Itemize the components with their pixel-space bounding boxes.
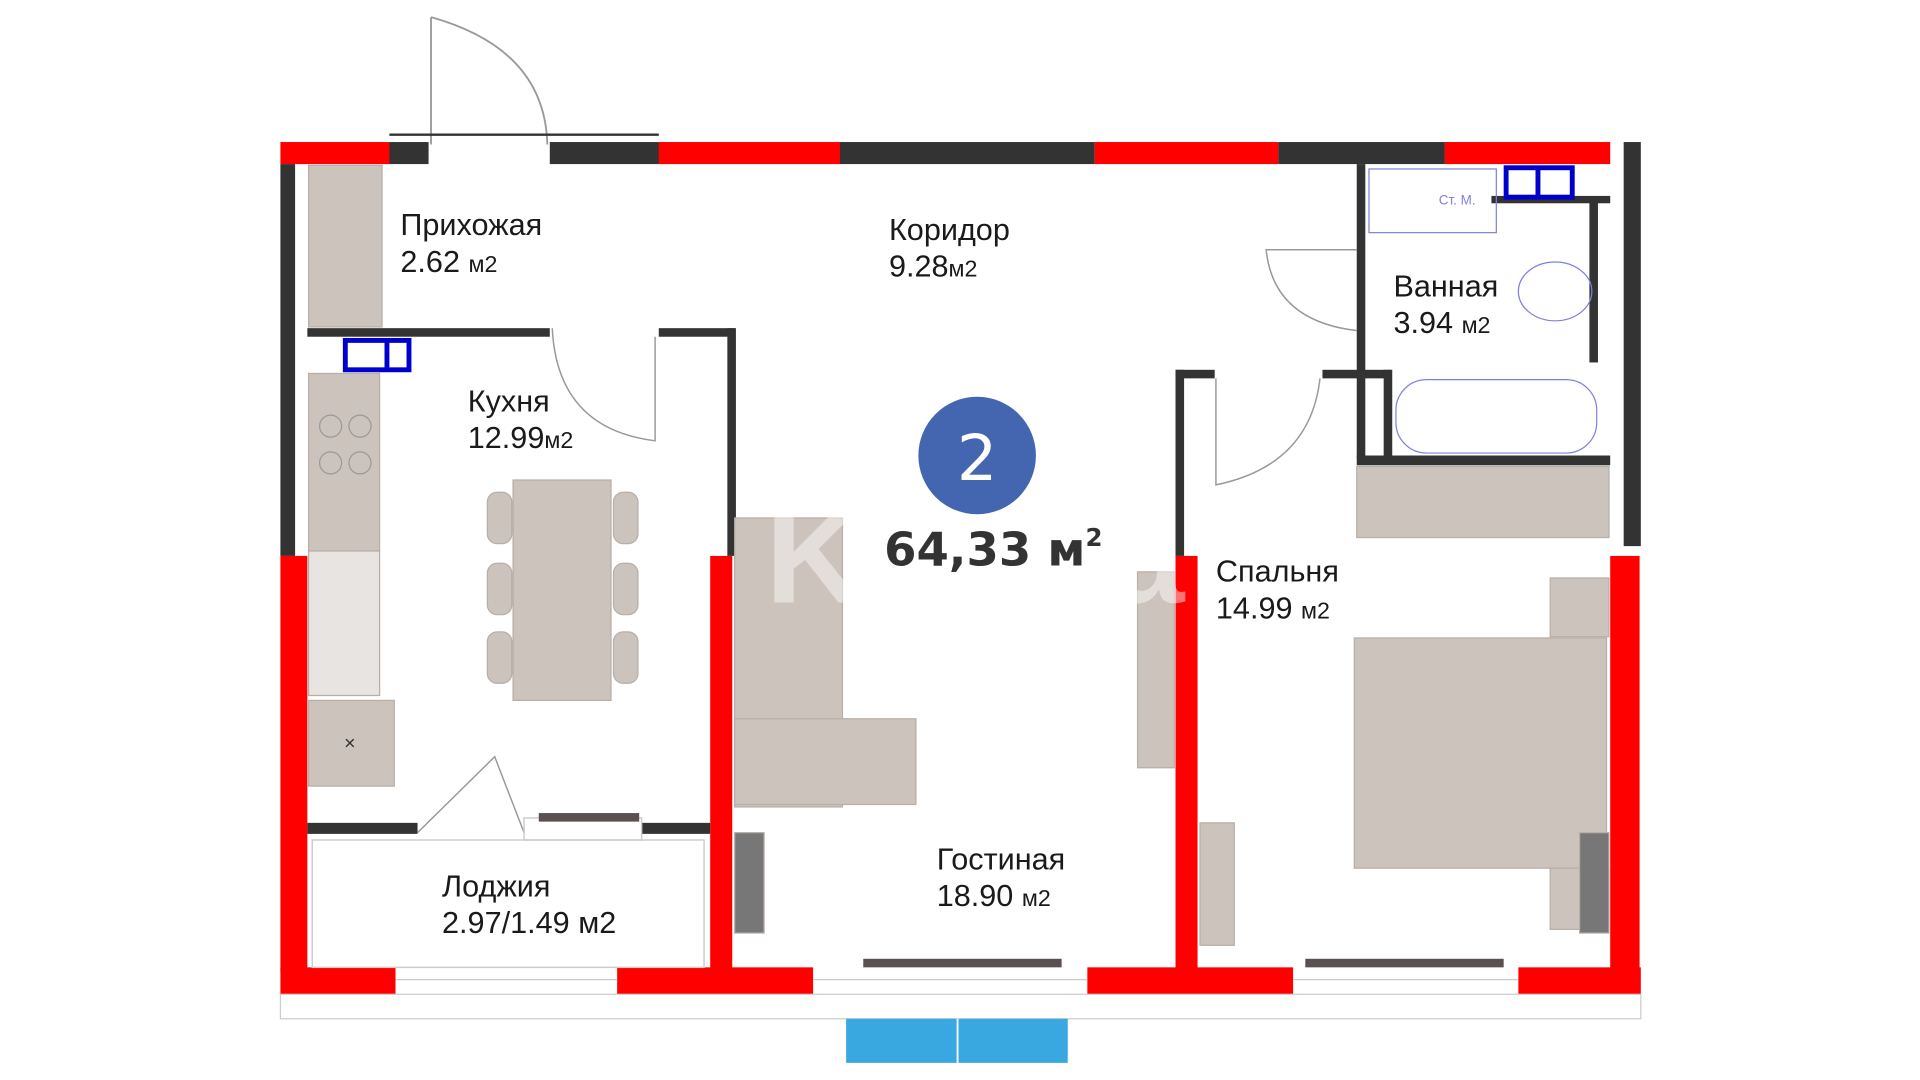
svg-text:2.97/1.49 м2: 2.97/1.49 м2 (442, 906, 616, 940)
svg-text:12.99м2: 12.99м2 (468, 421, 574, 455)
bottom-wall (279, 967, 1642, 1020)
room-label-living-room: Гостиная 18.90 м2 (937, 842, 1065, 913)
svg-text:Прихожая: Прихожая (400, 208, 542, 242)
room-label-loggia: Лоджия 2.97/1.49 м2 (442, 869, 616, 940)
entrance-door (389, 16, 659, 145)
svg-text:9.28м2: 9.28м2 (889, 250, 977, 284)
svg-text:2: 2 (957, 422, 998, 496)
svg-text:14.99 м2: 14.99 м2 (1216, 591, 1330, 625)
furniture (307, 164, 1610, 946)
room-label-bedroom: Спальня 14.99 м2 (1216, 555, 1339, 626)
room-label-kitchen: Кухня 12.99м2 (468, 384, 574, 455)
fixture-label: Ст. М. (1439, 192, 1476, 207)
ventilation-shafts (342, 165, 1575, 373)
svg-text:18.90 м2: 18.90 м2 (937, 879, 1051, 913)
svg-text:Спальня: Спальня (1216, 555, 1339, 589)
svg-text:Кухня: Кухня (468, 384, 550, 418)
stove-x: × (344, 732, 355, 754)
room-count-badge: 2 (918, 396, 1036, 515)
right-wall (1610, 555, 1640, 973)
room-label-hallway: Прихожая 2.62 м2 (400, 208, 542, 279)
svg-text:Лоджия: Лоджия (442, 869, 550, 903)
top-wall (280, 142, 1641, 547)
total-area: 64,33 м2 (884, 523, 1102, 577)
svg-text:3.94 м2: 3.94 м2 (1393, 306, 1490, 340)
interior-doors (311, 249, 1504, 969)
svg-text:Коридор: Коридор (889, 213, 1010, 247)
room-label-corridor: Коридор 9.28м2 (889, 213, 1010, 284)
svg-text:Ванная: Ванная (1393, 269, 1498, 303)
svg-text:Гостиная: Гостиная (937, 842, 1065, 876)
svg-text:2.62 м2: 2.62 м2 (400, 245, 497, 279)
balcony (846, 1018, 1068, 1063)
room-label-bathroom: Ванная 3.94 м2 (1393, 269, 1498, 340)
left-wall (280, 164, 308, 973)
